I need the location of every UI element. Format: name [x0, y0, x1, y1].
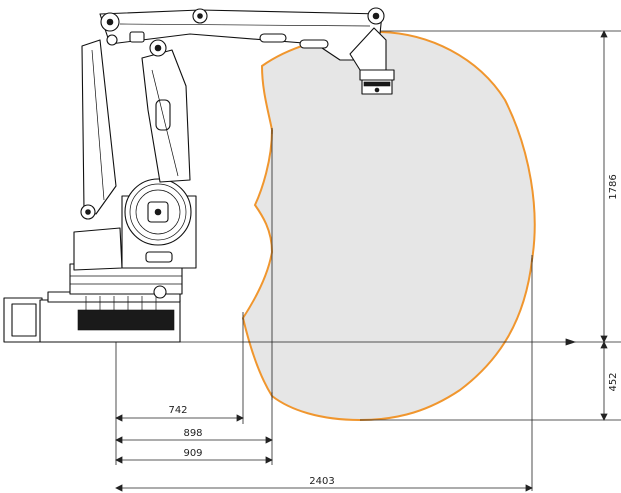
- parallel-link: [80, 39, 117, 220]
- robot-base: [3, 263, 183, 343]
- dim-label-898: 898: [183, 428, 202, 439]
- upper-arm: [99, 7, 385, 61]
- palletizing-robot: [3, 7, 395, 343]
- dim-label-2403: 2403: [309, 476, 334, 487]
- dim-label-909: 909: [183, 448, 202, 459]
- motor-disc: [124, 178, 192, 246]
- dimension-lines: [4, 30, 621, 492]
- dim-label-452: 452: [608, 372, 619, 391]
- robot-wrist-flange: [349, 27, 395, 95]
- main-arm: [141, 49, 191, 183]
- dim-label-1786: 1786: [608, 174, 619, 199]
- dim-label-742: 742: [168, 405, 187, 416]
